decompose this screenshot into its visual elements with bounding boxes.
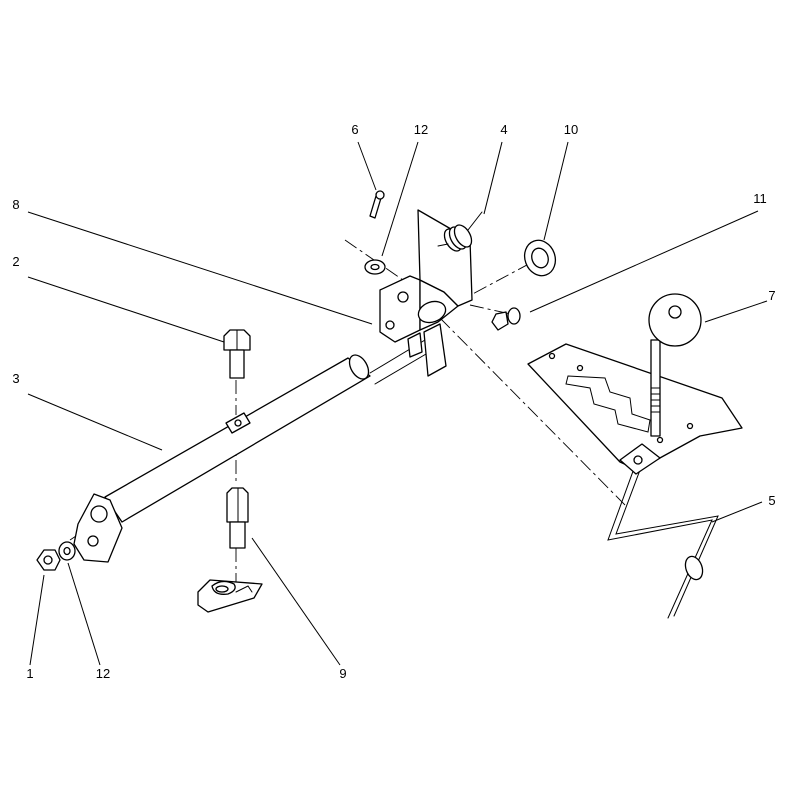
callout-7: 7 bbox=[768, 288, 775, 303]
callout-6: 6 bbox=[351, 122, 358, 137]
shift-rod-tube bbox=[104, 333, 439, 523]
callout-labels: 1 12 2 3 8 9 6 12 4 10 11 7 5 bbox=[12, 122, 775, 681]
shift-lever-rod bbox=[607, 443, 719, 619]
flat-washer-lower bbox=[58, 541, 76, 561]
hex-nut bbox=[36, 549, 61, 571]
callout-12-upper: 12 bbox=[414, 122, 428, 137]
callout-2: 2 bbox=[12, 254, 19, 269]
pivot-bracket bbox=[379, 275, 459, 377]
bolt bbox=[223, 329, 251, 379]
rod-end-plate bbox=[73, 493, 123, 563]
shoulder-bolt bbox=[491, 307, 521, 331]
callout-12-lower: 12 bbox=[96, 666, 110, 681]
large-washer bbox=[523, 239, 557, 277]
callout-5: 5 bbox=[768, 493, 775, 508]
leader-lines bbox=[27, 141, 768, 666]
shift-knob bbox=[648, 293, 702, 437]
torsion-spring bbox=[437, 211, 483, 252]
hex-spacer bbox=[226, 487, 249, 549]
spacer-base-bracket bbox=[197, 579, 263, 613]
callout-3: 3 bbox=[12, 371, 19, 386]
cotter-pin bbox=[369, 190, 385, 219]
callout-4: 4 bbox=[500, 122, 507, 137]
callout-9: 9 bbox=[339, 666, 346, 681]
assembly-axes bbox=[69, 239, 626, 585]
callout-8: 8 bbox=[12, 197, 19, 212]
callout-1: 1 bbox=[26, 666, 33, 681]
callout-10: 10 bbox=[564, 122, 578, 137]
flat-washer-upper bbox=[364, 259, 386, 275]
callout-11: 11 bbox=[753, 191, 767, 206]
